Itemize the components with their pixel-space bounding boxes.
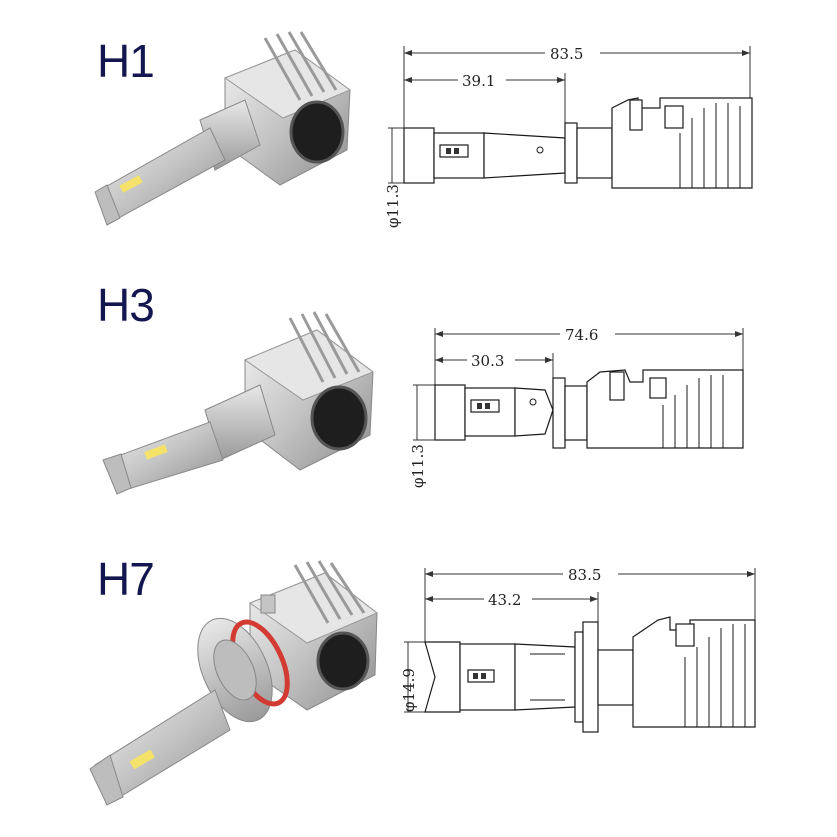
h7-technical-drawing: 83.5 43.2 φ14.9 — [400, 565, 756, 733]
model-label-h1: H1 — [97, 35, 155, 87]
h3-diameter: φ11.3 — [409, 444, 427, 488]
h1-section: H1 83.5 — [0, 0, 837, 260]
h1-total-length: 83.5 — [550, 45, 583, 63]
h3-total-length: 74.6 — [565, 326, 598, 344]
h7-bulb-render — [89, 560, 378, 806]
model-label-h3: H3 — [97, 279, 155, 331]
h7-total-length: 83.5 — [568, 566, 601, 584]
h3-bulb-render — [102, 311, 375, 495]
h1-technical-drawing: 83.5 39.1 φ11.3 — [384, 44, 753, 228]
model-label-h7: H7 — [97, 553, 155, 605]
h7-neck-length: 43.2 — [488, 591, 521, 609]
h1-bulb-render — [94, 31, 352, 226]
h3-technical-drawing: 74.6 30.3 φ11.3 — [409, 325, 744, 488]
h1-neck-length: 39.1 — [462, 72, 495, 90]
h1-diameter: φ11.3 — [384, 184, 402, 228]
h7-section: H7 83.5 43.2 φ14.9 — [0, 540, 837, 837]
h3-neck-length: 30.3 — [471, 352, 504, 370]
h7-diameter: φ14.9 — [400, 668, 418, 712]
h3-section: H3 74.6 30.3 φ11.3 — [0, 270, 837, 530]
